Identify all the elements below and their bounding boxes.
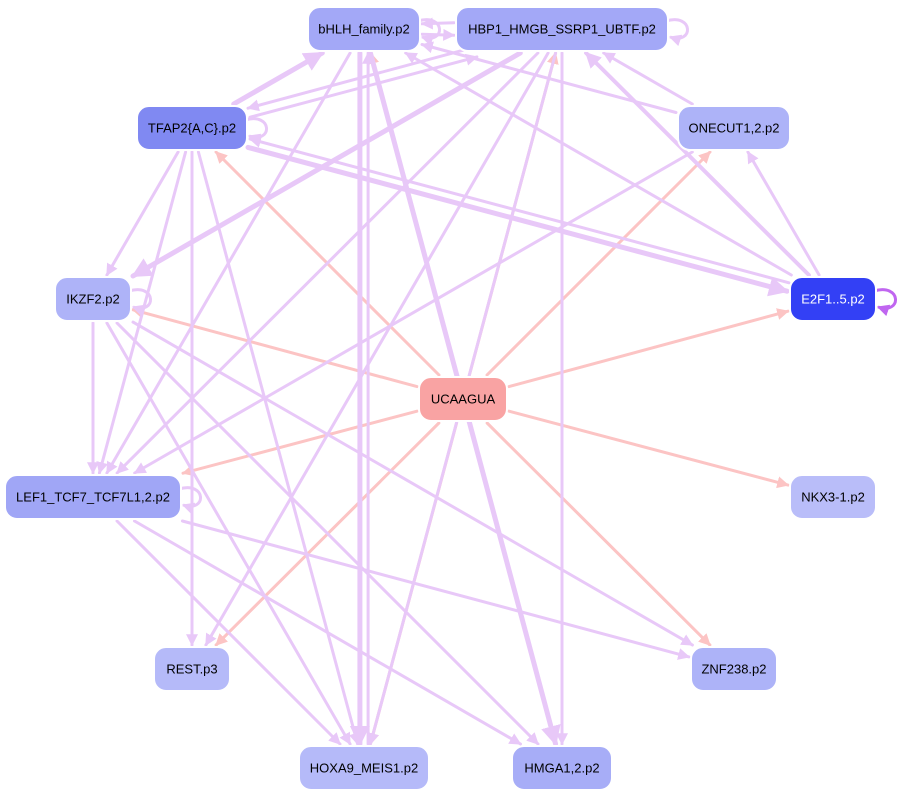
node-onecut[interactable]: ONECUT1,2.p2 — [677, 105, 791, 151]
node-label: E2F1..5.p2 — [801, 292, 865, 307]
self-loop-tfap2 — [244, 117, 268, 146]
node-layer: bHLH_family.p2 HBP1_HMGB_SSRP1_UBTF.p2TFA… — [4, 6, 877, 791]
edge-e2f-to-hbp1 — [584, 51, 811, 277]
edge-e2f-to-onecut — [746, 150, 821, 277]
edge-lef1-to-znf238 — [180, 519, 691, 660]
node-nkx3[interactable]: NKX3-1.p2 — [789, 474, 877, 520]
node-tfap2[interactable]: TFAP2{A,C}.p2 — [136, 105, 248, 151]
node-rest[interactable]: REST.p3 — [153, 646, 231, 692]
node-box — [418, 376, 508, 422]
self-loop-hbp1 — [665, 18, 689, 47]
node-label: ONECUT1,2.p2 — [688, 121, 779, 136]
edge-hbp1-to-rest — [204, 51, 550, 647]
node-box — [789, 276, 877, 322]
edge-onecut-to-hbp1 — [602, 51, 694, 106]
edge-ucaagua-to-lef1 — [181, 409, 419, 477]
node-ikzf2[interactable]: IKZF2.p2 — [54, 276, 132, 322]
edge-lef1-to-hoxa9 — [115, 519, 342, 746]
self-loop-ikzf2 — [128, 288, 152, 317]
edge-ucaagua-to-znf238 — [485, 421, 712, 647]
edge-ikzf2-to-hmga1 — [115, 321, 540, 746]
edge-tfap2-to-hbp1 — [248, 53, 479, 119]
node-box — [4, 474, 182, 520]
edge-ucaagua-to-nkx3 — [507, 409, 790, 489]
node-label: HOXA9_MEIS1.p2 — [310, 761, 418, 776]
self-loop-lef1 — [178, 486, 202, 515]
edge-tfap2-to-e2f — [245, 144, 790, 297]
edge-tfap2-to-bhlh — [231, 50, 325, 107]
edge-bhlh-to-lef1 — [105, 51, 352, 475]
node-box — [455, 6, 669, 52]
edge-ucaagua-to-onecut — [485, 150, 712, 377]
node-box — [511, 745, 613, 791]
node-label: ZNF238.p2 — [701, 662, 766, 677]
node-hbp1[interactable]: HBP1_HMGB_SSRP1_UBTF.p2 — [455, 6, 669, 52]
node-hoxa9[interactable]: HOXA9_MEIS1.p2 — [298, 745, 430, 791]
edge-tfap2-to-hoxa9 — [196, 150, 361, 746]
node-bhlh[interactable]: bHLH_family.p2 — [307, 6, 421, 52]
node-label: IKZF2.p2 — [66, 292, 119, 307]
edge-lef1-to-hmga1 — [133, 519, 522, 746]
node-box — [677, 105, 791, 151]
edge-hbp1-to-lef1 — [115, 51, 540, 475]
node-label: bHLH_family.p2 — [318, 22, 410, 37]
edge-e2f-to-bhlh — [404, 51, 793, 277]
edge-e2f-to-tfap2 — [248, 135, 791, 285]
self-loop-bhlh — [417, 18, 441, 47]
node-label: HMGA1,2.p2 — [524, 761, 599, 776]
self-loop-layer — [128, 18, 897, 515]
edge-ikzf2-to-znf238 — [131, 320, 694, 647]
edge-layer — [87, 17, 821, 747]
node-label: TFAP2{A,C}.p2 — [148, 121, 236, 136]
node-label: HBP1_HMGB_SSRP1_UBTF.p2 — [468, 22, 656, 37]
node-box — [54, 276, 132, 322]
self-loop-e2f — [873, 288, 897, 317]
node-box — [298, 745, 430, 791]
node-label: LEF1_TCF7_TCF7L1,2.p2 — [16, 490, 170, 505]
edge-onecut-to-lef1 — [133, 150, 694, 475]
node-box — [153, 646, 231, 692]
node-label: NKX3-1.p2 — [801, 490, 865, 505]
node-box — [136, 105, 248, 151]
node-e2f[interactable]: E2F1..5.p2 — [789, 276, 877, 322]
edge-ucaagua-to-e2f — [507, 308, 790, 389]
node-lef1[interactable]: LEF1_TCF7_TCF7L1,2.p2 — [4, 474, 182, 520]
edge-ucaagua-to-ikzf2 — [131, 306, 419, 389]
node-label: UCAAGUA — [431, 392, 496, 407]
node-label: REST.p3 — [166, 662, 217, 677]
node-box — [690, 646, 778, 692]
node-ucaagua[interactable]: UCAAGUA — [418, 376, 508, 422]
edge-tfap2-to-ikzf2 — [105, 150, 180, 277]
edge-hbp1-to-ikzf2 — [130, 50, 523, 279]
node-box — [307, 6, 421, 52]
node-box — [789, 474, 877, 520]
node-znf238[interactable]: ZNF238.p2 — [690, 646, 778, 692]
node-hmga1[interactable]: HMGA1,2.p2 — [511, 745, 613, 791]
